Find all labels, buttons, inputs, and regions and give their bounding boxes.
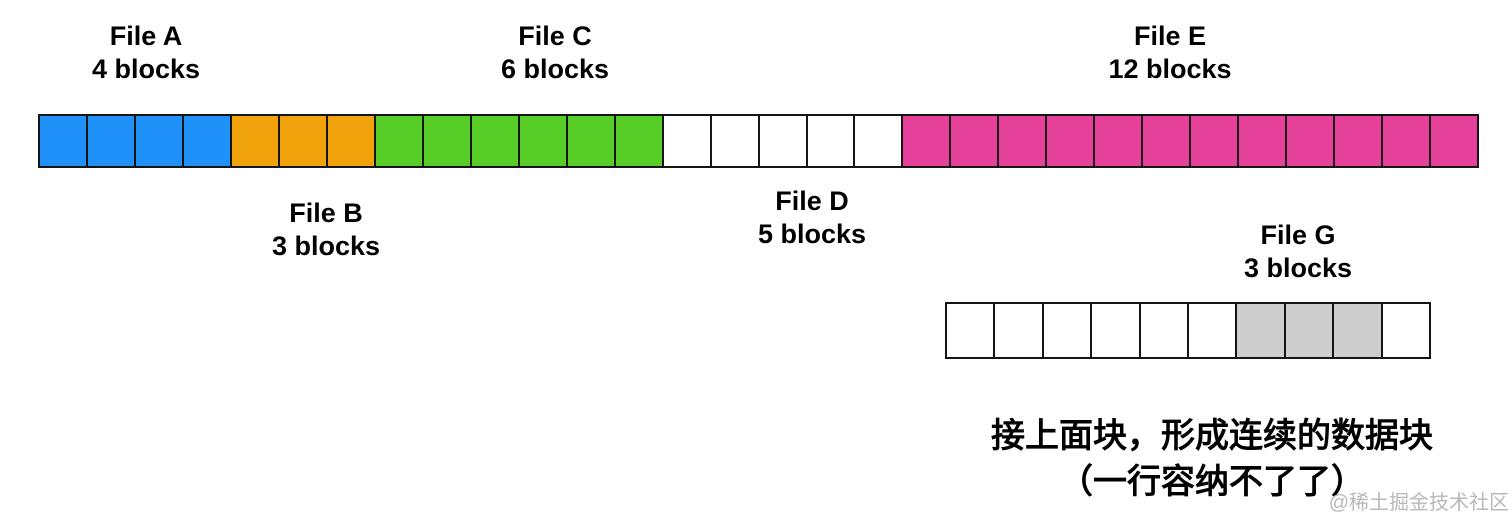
file-d-name: File D (775, 186, 849, 216)
file-g-name: File G (1260, 220, 1336, 250)
block-free (1041, 304, 1091, 357)
caption: 接上面块，形成连续的数据块 （一行容纳不了了） (952, 413, 1472, 505)
block-file-c (613, 116, 662, 166)
block-file-e (1333, 116, 1382, 166)
block-file-c (517, 116, 566, 166)
block-file-b (325, 116, 374, 166)
file-b-block-count: 3 blocks (271, 231, 381, 261)
block-free (1138, 304, 1188, 357)
file-e-name: File E (1133, 21, 1207, 51)
block-file-d (661, 116, 710, 166)
block-file-d (853, 116, 902, 166)
block-file-e (1045, 116, 1094, 166)
file-d-label: File D 5 blocks (758, 185, 866, 251)
block-free (1187, 304, 1236, 357)
block-file-e (1285, 116, 1334, 166)
block-file-c (469, 116, 518, 166)
caption-line-2: （一行容纳不了了） (1059, 463, 1365, 501)
block-free (993, 304, 1042, 357)
block-file-a (181, 116, 230, 166)
file-c-name: File C (518, 21, 592, 51)
block-file-e (1237, 116, 1286, 166)
disk-row-overflow (945, 302, 1431, 359)
block-file-b (277, 116, 326, 166)
block-file-e (1429, 116, 1478, 166)
file-g-label: File G 3 blocks (1244, 219, 1352, 285)
block-file-g (1235, 304, 1284, 357)
watermark: @稀土掘金技术社区 (1328, 492, 1509, 514)
file-g-block-count: 3 blocks (1243, 253, 1353, 283)
block-file-g (1283, 304, 1333, 357)
block-file-c (565, 116, 614, 166)
block-file-a (40, 116, 86, 166)
file-a-name: File A (109, 21, 183, 51)
block-file-d (709, 116, 758, 166)
block-file-e (949, 116, 998, 166)
file-a-block-count: 4 blocks (91, 54, 201, 84)
block-file-a (85, 116, 134, 166)
block-file-d (757, 116, 806, 166)
block-file-b (229, 116, 278, 166)
file-d-block-count: 5 blocks (757, 219, 867, 249)
block-file-e (1093, 116, 1142, 166)
block-file-g (1332, 304, 1381, 357)
block-free (1380, 304, 1430, 357)
block-file-e (1189, 116, 1238, 166)
file-e-block-count: 12 blocks (1108, 54, 1232, 84)
block-free (1090, 304, 1139, 357)
file-c-block-count: 6 blocks (500, 54, 610, 84)
block-file-e (997, 116, 1046, 166)
disk-row-main (38, 114, 1479, 168)
block-file-e (901, 116, 950, 166)
block-free (947, 304, 994, 357)
file-b-name: File B (289, 198, 363, 228)
block-file-a (133, 116, 182, 166)
file-b-label: File B 3 blocks (272, 197, 380, 263)
caption-line-1: 接上面块，形成连续的数据块 (991, 417, 1433, 455)
file-a-label: File A 4 blocks (92, 20, 200, 86)
block-file-e (1381, 116, 1430, 166)
block-file-d (805, 116, 854, 166)
block-file-c (421, 116, 470, 166)
block-file-e (1141, 116, 1190, 166)
file-c-label: File C 6 blocks (501, 20, 609, 86)
block-file-c (373, 116, 422, 166)
file-e-label: File E 12 blocks (1108, 20, 1231, 86)
